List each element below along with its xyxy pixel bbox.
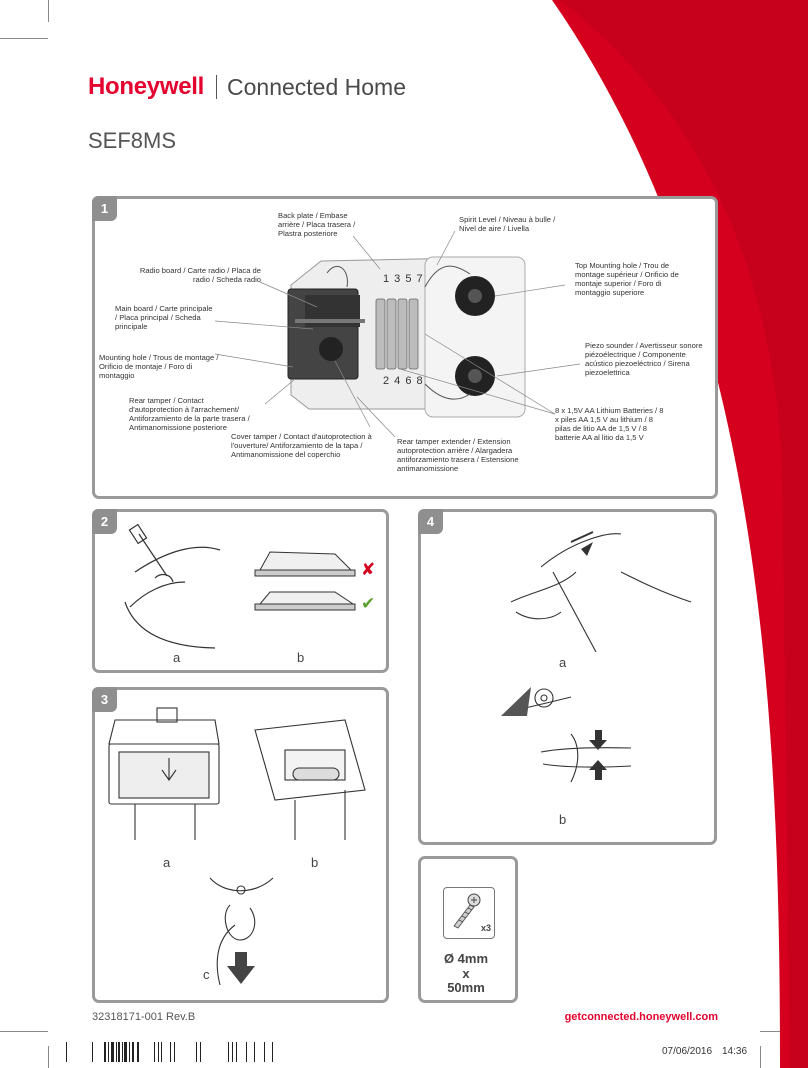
label-main-board: Main board / Carte principale / Placa pr… [115,304,213,331]
crop-mark [0,1031,48,1032]
crop-mark [48,0,49,22]
panel-4-illustration [501,531,692,783]
wrong-mark: ✘ [361,560,376,580]
crop-mark [48,1046,49,1068]
screw-size-line2: x [462,966,470,981]
screw-icon-box [443,887,495,939]
label-mounting-hole: Mounting hole / Trous de montage / Orifi… [99,353,219,380]
print-barcode [66,1042,273,1062]
step-label-a: a [173,650,181,665]
panel-3-illustration [108,707,366,986]
label-top-mounting: Top Mounting hole / Trou de montage supé… [575,261,679,297]
panel-number: 1 [92,196,117,221]
step-label-c: c [203,967,210,982]
crop-mark [760,1031,808,1032]
document-number: 32318171-001 Rev.B [92,1011,196,1023]
label-battery-top: 1 3 5 7 [383,273,424,285]
label-battery-bottom: 2 4 6 8 [383,375,424,387]
brand-logo: Honeywell [88,73,204,100]
right-mark: ✔ [361,594,376,614]
panel-number: 4 [418,509,443,534]
screw-icon [453,893,481,929]
label-back-plate: Back plate / Embase arrière / Placa tras… [278,211,356,238]
panel-3: 3 a b c [92,687,389,1003]
crop-mark [0,38,48,39]
panel-screw: x3 Ø 4mm x 50mm [418,856,518,1003]
screw-quantity: x3 [481,923,492,933]
website-link[interactable]: getconnected.honeywell.com [564,1011,718,1023]
brand-subtitle: Connected Home [227,73,406,100]
step-label-b: b [311,855,319,870]
panel-number: 2 [92,509,117,534]
screw-size-line3: 50mm [447,980,485,995]
label-rear-tamper-extender: Rear tamper extender / Extension autopro… [397,437,519,473]
device-diagram [214,230,581,438]
label-spirit-level: Spirit Level / Niveau à bulle / Nivel de… [459,215,556,233]
step-label-a: a [559,655,567,670]
brand-divider [216,75,217,99]
panel-4: 4 a b [418,509,717,845]
model-title: SEF8MS [88,128,177,153]
step-label-b: b [559,812,567,827]
brand-header: Honeywell Connected Home [88,72,406,102]
panel-2-illustration [124,523,356,649]
step-label-a: a [163,855,171,870]
panel-number: 3 [92,687,117,712]
print-time: 14:36 [722,1046,748,1057]
step-label-b: b [297,650,305,665]
screw-size-line1: Ø 4mm [443,951,489,966]
label-cover-tamper: Cover tamper / Contact d'autoprotection … [231,432,372,459]
panel-1: 1 [92,196,718,499]
print-date: 07/06/2016 [662,1046,713,1057]
crop-mark [760,38,808,39]
panel-2: 2 ✘ ✔ a b [92,509,389,673]
label-piezo-sounder: Piezo sounder / Avertisseur sonore piézo… [585,341,703,377]
label-rear-tamper: Rear tamper / Contact d'autoprotection à… [129,396,250,432]
label-batteries: 8 x 1,5V AA Lithium Batteries / 8 x pile… [555,406,664,442]
crop-mark [760,0,761,22]
label-radio-board: Radio board / Carte radio / Placa de rad… [139,266,261,284]
crop-mark [760,1046,761,1068]
